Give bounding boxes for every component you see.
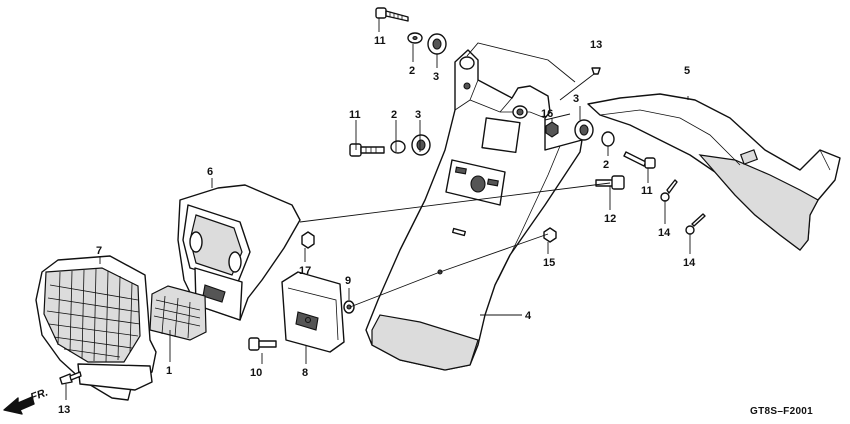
grommet-3-right (574, 119, 594, 141)
taillight-lens-part (35, 255, 157, 401)
leader-lines (65, 18, 691, 400)
washer-2-right (601, 131, 615, 147)
license-bracket-part (281, 271, 345, 353)
callout-14-upper: 14 (658, 227, 671, 239)
callout-15: 15 (543, 257, 555, 269)
callout-13-bottom: 13 (58, 404, 70, 416)
taillight-housing-part (177, 184, 301, 321)
callout-13-top: 13 (590, 39, 602, 51)
callout-8: 8 (302, 367, 308, 379)
nut-17 (301, 231, 315, 249)
callout-14-lower: 14 (683, 257, 696, 269)
front-direction-arrow: FR. (3, 386, 50, 415)
callout-2-right: 2 (603, 159, 609, 171)
callout-1: 1 (166, 365, 172, 377)
callout-9: 9 (345, 275, 351, 287)
callout-12: 12 (604, 213, 616, 225)
callout-11-mid: 11 (349, 109, 361, 121)
diagram-code: GT8S–F2001 (750, 406, 813, 417)
lens-grid-pattern (46, 268, 141, 363)
callout-17: 17 (299, 265, 311, 277)
callout-5: 5 (684, 65, 690, 77)
rear-fender-part (587, 93, 841, 251)
callout-3-mid: 3 (415, 109, 421, 121)
callout-6: 6 (207, 166, 213, 178)
nut-16 (545, 121, 559, 138)
screw-13-top (559, 67, 601, 101)
callout-16: 16 (541, 108, 553, 120)
screw-13-bottom (59, 371, 82, 385)
bolt-11-top (375, 7, 409, 22)
direction-label: FR. (29, 386, 50, 403)
callout-2-top: 2 (409, 65, 415, 77)
washer-2-top-hole (412, 35, 418, 41)
grommet-3-mid (411, 134, 431, 156)
callout-4: 4 (525, 310, 532, 322)
callout-3-right: 3 (573, 93, 579, 105)
rear-panel-part (365, 49, 583, 371)
bolt-11-right (623, 151, 656, 169)
callout-3-top: 3 (433, 71, 439, 83)
bolt-10 (248, 337, 277, 351)
screw-14-lower (685, 213, 706, 235)
bolt-11-mid (349, 143, 385, 157)
callout-11-top: 11 (374, 35, 386, 47)
callout-numbers: 11 2 3 13 5 11 2 3 16 3 2 6 11 12 14 14 … (58, 35, 696, 416)
nut-15 (543, 227, 557, 243)
callout-7: 7 (96, 245, 102, 257)
callout-2-mid: 2 (391, 109, 397, 121)
screw-14-upper (660, 179, 678, 202)
washer-9 (343, 300, 355, 314)
grommet-3-top (427, 33, 447, 55)
callout-10: 10 (250, 367, 262, 379)
callout-11-right: 11 (641, 185, 653, 197)
washer-2-mid (390, 140, 406, 154)
license-lens-part (149, 285, 207, 341)
